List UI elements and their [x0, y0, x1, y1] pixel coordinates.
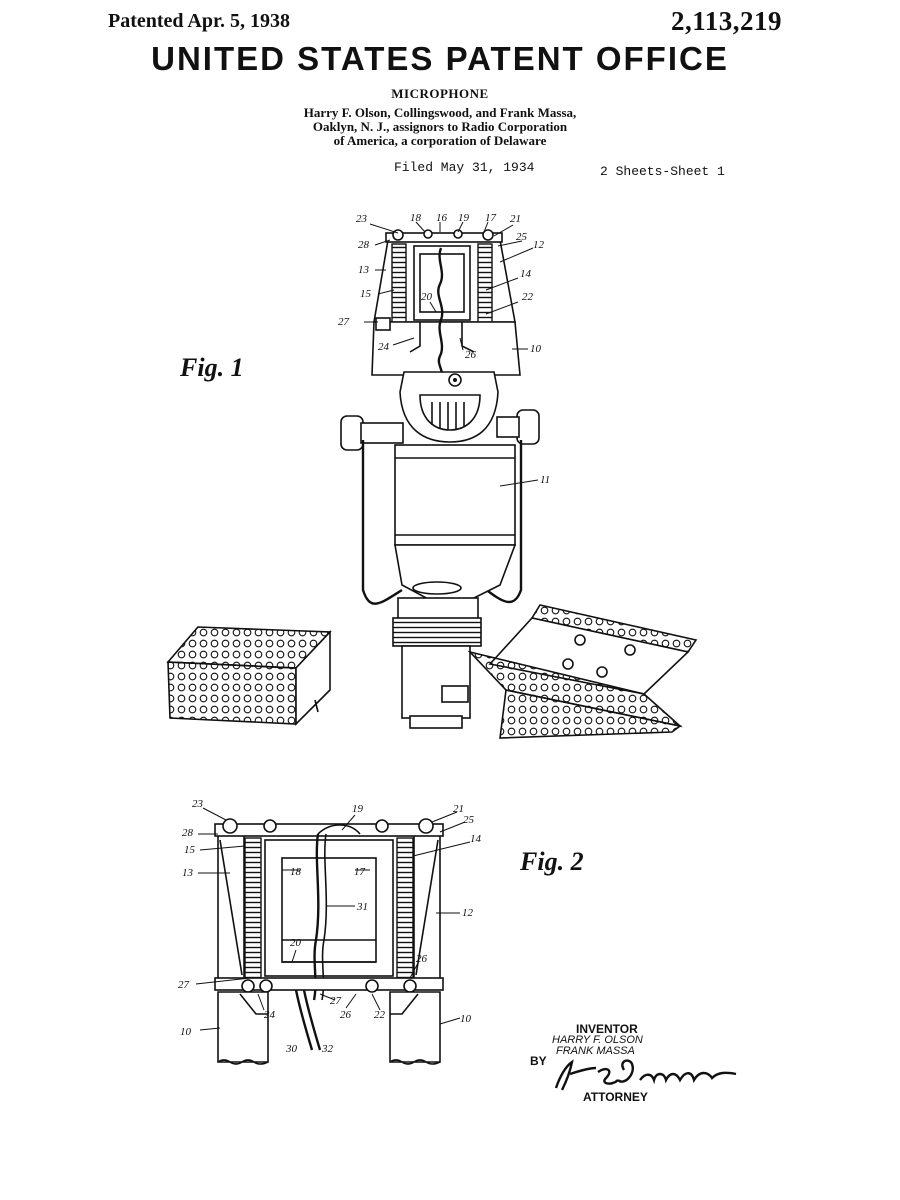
ref-num: 27 [338, 316, 350, 328]
ref-num: 19 [458, 212, 470, 224]
ref-num: 14 [470, 833, 482, 845]
patented-date: Patented Apr. 5, 1938 [108, 10, 291, 32]
ref-num: 20 [290, 937, 302, 949]
ref-num: 19 [352, 803, 364, 815]
sheet-count: 2 Sheets-Sheet 1 [600, 164, 725, 179]
inventor-label: INVENTOR [576, 1022, 638, 1036]
fig1-reference-numerals: 23 18 16 19 17 21 25 12 28 13 14 15 20 2… [338, 212, 550, 486]
ref-num: 26 [416, 953, 428, 965]
fig2-coil-right [396, 837, 414, 979]
attorney-label: ATTORNEY [583, 1090, 648, 1104]
attorney-signature [554, 1059, 737, 1091]
ref-num: 18 [290, 866, 302, 878]
ref-num: 17 [485, 212, 497, 224]
inventor-line: Harry F. Olson, Collingswood, and Frank … [303, 105, 577, 120]
ref-num: 23 [356, 213, 368, 225]
ref-num: 23 [192, 798, 204, 810]
fig1-knob-right [516, 409, 540, 445]
ref-num: 28 [182, 827, 194, 839]
ref-num: 15 [184, 844, 196, 856]
ref-num: 30 [285, 1043, 298, 1055]
ref-num: 24 [378, 341, 390, 353]
ref-num: 10 [530, 343, 542, 355]
fig1-knurled-ring [392, 617, 482, 647]
ref-num: 21 [453, 803, 464, 815]
inventor-line: Oaklyn, N. J., assignors to Radio Corpor… [312, 119, 568, 134]
fig2-label: Fig. 2 [519, 847, 584, 876]
ref-num: 14 [520, 268, 532, 280]
by-label: BY [530, 1054, 547, 1068]
filed-date: Filed May 31, 1934 [394, 160, 535, 175]
inventor-line: of America, a corporation of Delaware [333, 133, 547, 148]
ref-num: 15 [360, 288, 372, 300]
ref-num: 32 [321, 1043, 334, 1055]
ref-num: 17 [354, 866, 366, 878]
ref-num: 10 [180, 1026, 192, 1038]
fig2-leg-right [389, 991, 441, 1063]
inventor-name: HARRY F. OLSON [552, 1034, 643, 1046]
fig2-top-plate [214, 823, 444, 837]
fig1-label: Fig. 1 [179, 353, 244, 382]
ref-num: 22 [374, 1009, 386, 1021]
fig1-transformer-box [394, 444, 516, 546]
fig1-top-plate [385, 232, 503, 243]
fig2-leg-left [217, 991, 269, 1063]
ref-num: 10 [460, 1013, 472, 1025]
ref-num: 31 [356, 901, 368, 913]
ref-num: 20 [421, 291, 433, 303]
fig2-coil-left [244, 837, 262, 979]
invention-title: MICROPHONE [391, 86, 489, 101]
ref-num: 13 [358, 264, 370, 276]
ref-num: 27 [330, 995, 342, 1007]
ref-num: 21 [510, 213, 521, 225]
ref-num: 26 [465, 349, 477, 361]
ref-num: 18 [410, 212, 422, 224]
ref-num: 11 [540, 474, 550, 486]
ref-num: 28 [358, 239, 370, 251]
office-title: UNITED STATES PATENT OFFICE [151, 40, 729, 77]
ref-num: 22 [522, 291, 534, 303]
fig1-right-cover [467, 604, 698, 739]
ref-num: 25 [516, 231, 528, 243]
fig1-pole-left [391, 243, 407, 323]
ref-num: 25 [463, 814, 475, 826]
ref-num: 12 [462, 907, 474, 919]
ref-num: 16 [436, 212, 448, 224]
ref-num: 27 [178, 979, 190, 991]
fig1-knob-left [340, 415, 364, 451]
ref-num: 26 [340, 1009, 352, 1021]
fig2-drawing: 23 19 21 25 28 14 15 13 18 17 31 12 20 2… [178, 798, 584, 1065]
ref-num: 13 [182, 867, 194, 879]
patent-number: 2,113,219 [670, 6, 782, 36]
fig2-reference-numerals: 23 19 21 25 28 14 15 13 18 17 31 12 20 2… [178, 798, 482, 1055]
fig1-pole-right [477, 243, 493, 323]
ref-num: 12 [533, 239, 545, 251]
fig1-drawing: 23 18 16 19 17 21 25 12 28 13 14 15 20 2… [166, 212, 698, 739]
inventor-name: FRANK MASSA [556, 1045, 635, 1057]
ref-num: 24 [264, 1009, 276, 1021]
inventor-assignee-block: Harry F. Olson, Collingswood, and Frank … [0, 106, 880, 148]
fig1-left-cover [166, 626, 332, 726]
